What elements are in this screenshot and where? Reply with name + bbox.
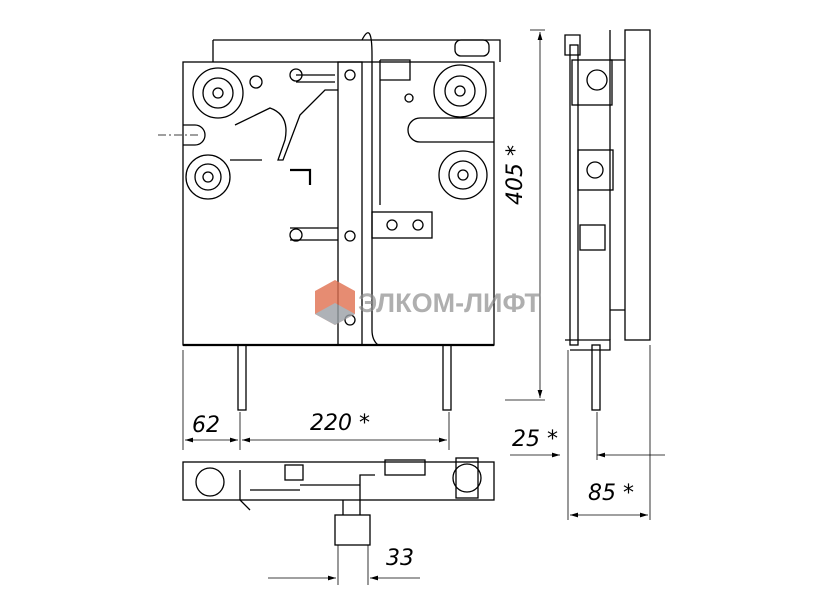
roller-top-right	[433, 64, 487, 118]
dim-bottom-offset: 33	[386, 546, 414, 571]
bottom-view	[182, 457, 495, 546]
dim-height: 405 *	[503, 145, 528, 205]
dim-depth: 85 *	[588, 481, 634, 506]
dim-side-offset: 25 *	[512, 427, 558, 452]
roller-bottom-left	[185, 154, 231, 200]
dimension-lines	[182, 29, 665, 585]
front-view	[158, 32, 501, 411]
dim-left-offset: 62	[192, 413, 220, 438]
roller-top-left	[192, 67, 244, 119]
roller-bottom-right	[438, 150, 488, 200]
watermark-text: ЭЛКОМ-ЛИФТ	[358, 288, 541, 318]
dim-rail-spacing: 220 *	[310, 411, 370, 436]
watermark-logo: ЭЛКОМ-ЛИФТ	[315, 280, 541, 325]
side-view	[564, 29, 651, 411]
